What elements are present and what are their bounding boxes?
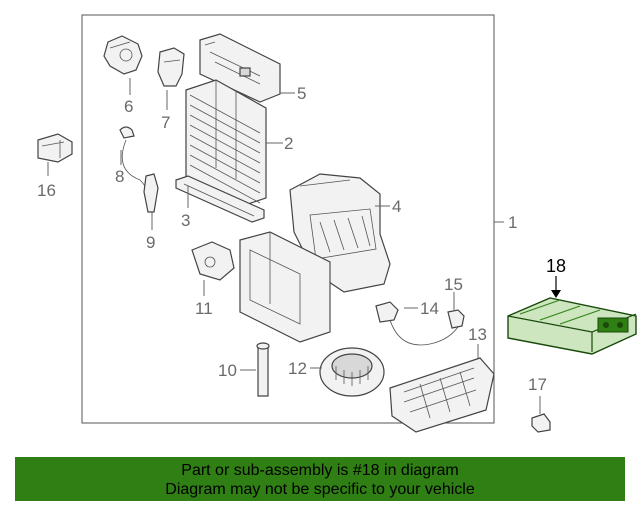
info-banner: Part or sub-assembly is #18 in diagram D… (15, 457, 625, 501)
callout-6: 6 (124, 97, 133, 116)
part-13-cover[interactable] (389, 357, 495, 433)
part-9-thermistor[interactable] (143, 173, 159, 213)
callout-12: 12 (288, 359, 307, 378)
callout-15: 15 (444, 275, 463, 294)
part-18-control-panel[interactable] (507, 297, 637, 355)
callout-11: 11 (195, 299, 213, 318)
callout-13: 13 (468, 325, 487, 344)
callout-8: 8 (115, 167, 124, 186)
part-12-blower-motor[interactable] (319, 347, 385, 397)
callout-18: 18 (546, 256, 566, 276)
part-7-sensor[interactable] (157, 47, 185, 87)
callout-4: 4 (392, 197, 401, 216)
part-3-seal[interactable] (175, 175, 265, 223)
part-6-valve[interactable] (103, 35, 143, 75)
callout-5: 5 (297, 84, 306, 103)
part-5-bracket[interactable] (199, 33, 281, 103)
callout-2: 2 (284, 134, 293, 153)
part-10-rod[interactable] (256, 342, 270, 397)
callout-14: 14 (420, 299, 439, 318)
part-16-clip[interactable] (37, 133, 73, 163)
callout-17: 17 (528, 375, 547, 394)
callout-16: 16 (37, 181, 56, 200)
callout-7: 7 (161, 113, 170, 132)
assembly-frame (81, 14, 495, 424)
banner-line-2: Diagram may not be specific to your vehi… (165, 481, 475, 498)
callout-10: 10 (218, 361, 237, 380)
part-11-actuator[interactable] (191, 241, 235, 281)
part-14-harness[interactable] (375, 301, 461, 346)
callout-3: 3 (181, 211, 190, 230)
callout-1: 1 (508, 213, 517, 232)
lower-case-housing (239, 231, 331, 343)
parts-diagram: 1 2 3 4 5 6 7 8 9 10 11 12 13 14 15 16 1… (37, 14, 637, 433)
callout-9: 9 (146, 233, 155, 252)
part-2-evaporator[interactable] (185, 79, 267, 209)
part-17-clip[interactable] (531, 413, 551, 433)
banner-line-1: Part or sub-assembly is #18 in diagram (181, 462, 459, 479)
part-15-connector[interactable] (447, 309, 465, 329)
